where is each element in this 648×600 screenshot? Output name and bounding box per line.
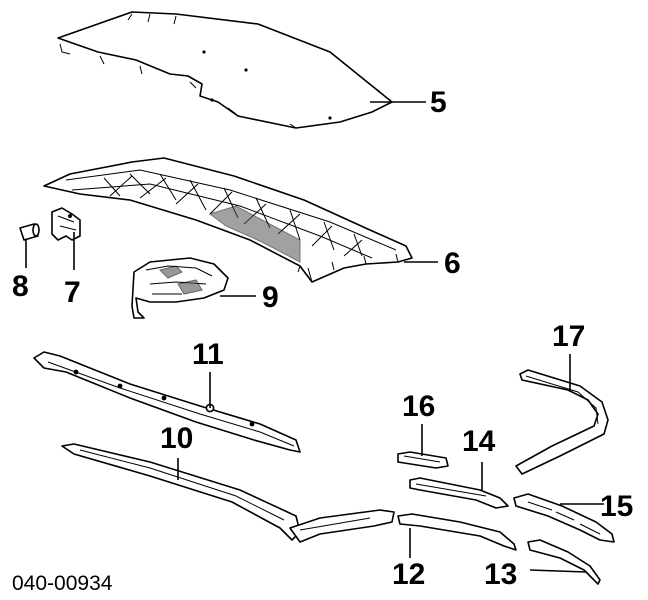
part-10-seal — [61, 443, 395, 543]
callout-14: 14 — [462, 425, 496, 458]
part-15-strip — [513, 493, 615, 543]
callout-9: 9 — [262, 281, 279, 314]
part-5-trim-panel — [57, 11, 393, 129]
callout-10: 10 — [160, 422, 193, 455]
callout-13: 13 — [484, 558, 517, 591]
part-11-weatherstrip — [33, 351, 301, 453]
part-9-support — [131, 257, 229, 319]
callout-16: 16 — [402, 390, 435, 423]
callout-12: 12 — [392, 558, 425, 591]
callout-5: 5 — [430, 86, 447, 119]
callout-17: 17 — [552, 320, 585, 353]
part-8-clip — [19, 223, 40, 241]
callout-7: 7 — [64, 276, 81, 309]
part-12-molding — [397, 513, 517, 551]
part-17-trim-strip — [515, 369, 609, 475]
part-16-clip — [397, 451, 449, 469]
part-13-molding — [527, 539, 601, 585]
callout-11: 11 — [192, 338, 224, 371]
diagram-part-number: 040-00934 — [12, 572, 113, 595]
callout-6: 6 — [444, 247, 461, 280]
leader-lines — [25, 101, 604, 573]
callout-15: 15 — [600, 490, 633, 523]
part-7-bracket — [51, 207, 81, 241]
part-6-frame — [43, 157, 413, 283]
callout-8: 8 — [12, 270, 29, 303]
part-14-molding — [409, 477, 509, 509]
